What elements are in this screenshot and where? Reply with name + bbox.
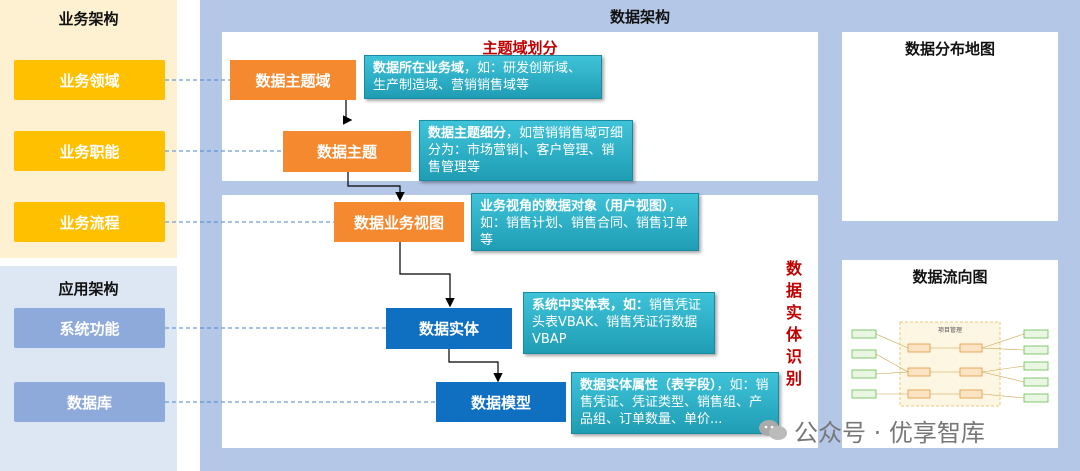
subject-callout: 数据主题细分，如营销销售域可细分为：市场营销|、客户管理、销售管理等 (419, 120, 633, 181)
data-entity-box: 数据实体 (386, 308, 512, 349)
subject-domain-title: 主题域划分 (482, 39, 558, 57)
business-view-callout: 业务视角的数据对象（用户视图），如：销售计划、销售合同、销售订单等 (471, 193, 699, 251)
business-function-box: 业务职能 (14, 131, 165, 171)
database-box: 数据库 (14, 382, 165, 422)
system-function-box: 系统功能 (14, 308, 165, 348)
distribution-map-title: 数据分布地图 (904, 40, 995, 58)
business-domain-box: 业务领域 (14, 60, 165, 100)
business-process-box: 业务流程 (14, 202, 165, 242)
data-business-view-box: 数据业务视图 (334, 202, 464, 242)
distribution-map-area (842, 32, 1058, 221)
entity-callout: 系统中实体表，如：销售凭证头表VBAK、销售凭证行数据VBAP (523, 292, 715, 354)
entity-identification-label: 数据实体识别 (785, 259, 802, 388)
data-subject-box: 数据主题 (283, 131, 411, 172)
flow-diagram-title: 数据流向图 (912, 268, 988, 286)
model-callout: 数据实体属性（表字段），如：销售凭证、凭证类型、销售组、产品组、订单数量、单价.… (571, 372, 779, 434)
watermark: 公众号 · 优享智库 (758, 410, 1058, 450)
data-model-box: 数据模型 (436, 382, 566, 422)
wechat-icon (759, 420, 787, 440)
flow-diagram-thumbnail: 项目管理 (851, 321, 1049, 407)
business-architecture-title: 业务架构 (58, 10, 119, 28)
data-architecture-title: 数据架构 (609, 8, 670, 26)
application-architecture-title: 应用架构 (58, 280, 119, 298)
flow-thumbnail-center-label: 项目管理 (938, 326, 962, 334)
data-subject-domain-box: 数据主题域 (230, 60, 356, 100)
subject-domain-callout: 数据所在业务域，如：研发创新域、生产制造域、营销销售域等 (364, 55, 602, 99)
application-architecture-panel (0, 266, 177, 471)
